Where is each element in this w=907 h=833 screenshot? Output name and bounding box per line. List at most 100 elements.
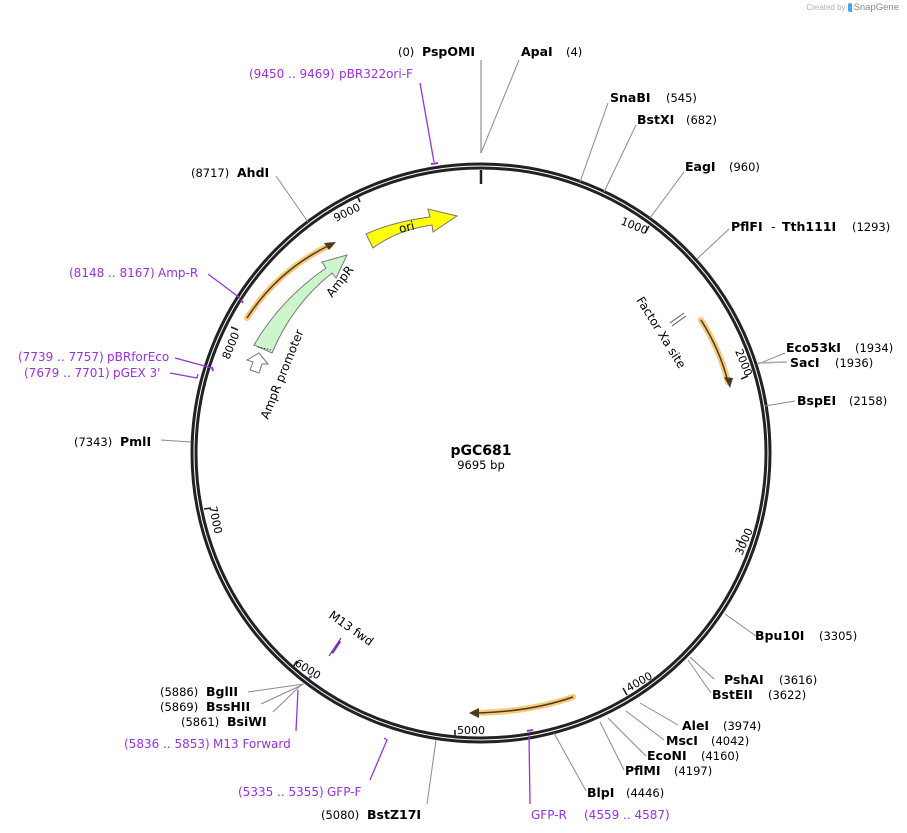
svg-text:SnaBI: SnaBI	[610, 90, 651, 105]
svg-text:(3622): (3622)	[768, 688, 806, 702]
credit-prefix: Created by	[806, 3, 846, 12]
svg-text:(4): (4)	[566, 45, 582, 59]
svg-text:(7343): (7343)	[74, 435, 112, 449]
enzyme-bsshii[interactable]: (5869) BssHII	[160, 699, 250, 714]
tick-label-1000: 1000	[619, 215, 650, 238]
enzyme-bspei[interactable]: BspEI (2158)	[797, 393, 887, 408]
enzyme-msci[interactable]: MscI (4042)	[666, 733, 749, 748]
svg-text:(4559 .. 4587): (4559 .. 4587)	[584, 808, 670, 822]
svg-text:BspEI: BspEI	[797, 393, 836, 408]
feature-factor-xa-label: Factor Xa site	[633, 294, 688, 371]
enzyme-pshai[interactable]: PshAI (3616)	[724, 672, 817, 687]
orf-arc-factor-xa[interactable]	[698, 317, 733, 388]
feature-ori[interactable]: ori	[365, 208, 459, 249]
svg-text:MscI: MscI	[666, 733, 698, 748]
enzyme-labels: (0) PspOMI ApaI (4) SnaBI (545) BstXI (6…	[74, 44, 893, 822]
credit-brand: SnapGene	[853, 2, 899, 13]
svg-text:BstXI: BstXI	[637, 112, 674, 127]
enzyme-blpi[interactable]: BlpI (4446)	[587, 785, 664, 800]
enzyme-alei[interactable]: AleI (3974)	[682, 718, 761, 733]
feature-m13-fwd-label: M13 fwd	[326, 608, 376, 649]
primer-gfp-r[interactable]: GFP-R (4559 .. 4587)	[531, 808, 670, 822]
primer-pbrforeco[interactable]: (7739 .. 7757) pBRforEco	[18, 350, 169, 364]
svg-text:(7679 .. 7701): (7679 .. 7701)	[24, 366, 110, 380]
primer-marks	[169, 82, 534, 805]
feature-factor-xa-site[interactable]: Factor Xa site	[633, 294, 688, 371]
enzyme-pflfi-tth111i[interactable]: PflFI - Tth111I (1293)	[731, 219, 890, 234]
svg-text:(3305): (3305)	[819, 629, 857, 643]
svg-text:PshAI: PshAI	[724, 672, 764, 687]
svg-text:(1293): (1293)	[852, 220, 890, 234]
primer-gfp-f[interactable]: (5335 .. 5355) GFP-F	[238, 785, 362, 799]
enzyme-bglii[interactable]: (5886) BglII	[160, 684, 238, 699]
svg-text:(2158): (2158)	[849, 394, 887, 408]
enzyme-ahdi[interactable]: (8717) AhdI	[191, 165, 269, 180]
svg-text:(8148 .. 8167): (8148 .. 8167)	[69, 266, 155, 280]
svg-text:(4446): (4446)	[626, 786, 664, 800]
svg-text:(960): (960)	[729, 160, 760, 174]
svg-text:Tth111I: Tth111I	[782, 219, 836, 234]
svg-text:BsiWI: BsiWI	[227, 714, 267, 729]
enzyme-bpu10i[interactable]: Bpu10I (3305)	[755, 628, 857, 643]
primer-pbr322ori-f[interactable]: (9450 .. 9469) pBR322ori-F	[249, 67, 413, 81]
orf-arc-ampr[interactable]	[244, 242, 336, 321]
svg-text:(4197): (4197)	[674, 764, 712, 778]
snapgene-credit: Created by SnapGene	[806, 2, 899, 13]
enzyme-snabi[interactable]: SnaBI (545)	[610, 90, 697, 105]
enzyme-bsiwi[interactable]: (5861) BsiWI	[181, 714, 267, 729]
svg-text:(5869): (5869)	[160, 700, 198, 714]
svg-text:(5335 .. 5355): (5335 .. 5355)	[238, 785, 324, 799]
svg-text:(5080): (5080)	[321, 808, 359, 822]
svg-text:(3974): (3974)	[723, 719, 761, 733]
svg-text:BlpI: BlpI	[587, 785, 614, 800]
enzyme-saci[interactable]: SacI (1936)	[790, 355, 873, 370]
svg-text:(5836 .. 5853): (5836 .. 5853)	[124, 737, 210, 751]
enzyme-bstz17i[interactable]: (5080) BstZ17I	[321, 807, 421, 822]
svg-text:(682): (682)	[686, 113, 717, 127]
enzyme-eagi[interactable]: EagI (960)	[685, 159, 760, 174]
svg-text:PspOMI: PspOMI	[422, 44, 475, 59]
svg-text:(5886): (5886)	[160, 685, 198, 699]
svg-text:(8717): (8717)	[191, 166, 229, 180]
svg-text:(1936): (1936)	[835, 356, 873, 370]
svg-text:Eco53kI: Eco53kI	[786, 340, 841, 355]
svg-text:pBRforEco: pBRforEco	[107, 350, 169, 364]
svg-text:(9450 .. 9469): (9450 .. 9469)	[249, 67, 335, 81]
primer-pgex-3[interactable]: (7679 .. 7701) pGEX 3'	[24, 366, 160, 380]
svg-text:(5861): (5861)	[181, 715, 219, 729]
svg-text:(7739 .. 7757): (7739 .. 7757)	[18, 350, 104, 364]
svg-text:-: -	[771, 219, 776, 234]
svg-text:(3616): (3616)	[779, 673, 817, 687]
svg-text:PflFI: PflFI	[731, 219, 763, 234]
svg-text:SacI: SacI	[790, 355, 820, 370]
enzyme-econi[interactable]: EcoNI (4160)	[647, 748, 739, 763]
plasmid-name: pGC681	[450, 443, 511, 459]
enzyme-bstxi[interactable]: BstXI (682)	[637, 112, 717, 127]
enzyme-leaders	[160, 59, 796, 805]
svg-text:AleI: AleI	[682, 718, 709, 733]
feature-m13-fwd[interactable]: M13 fwd	[326, 608, 376, 657]
feature-ampr[interactable]: AmpR	[253, 254, 356, 354]
enzyme-eco53ki[interactable]: Eco53kI (1934)	[786, 340, 893, 355]
enzyme-pspomi[interactable]: (0) PspOMI	[398, 44, 475, 59]
svg-text:EcoNI: EcoNI	[647, 748, 687, 763]
primer-amp-r[interactable]: (8148 .. 8167) Amp-R	[69, 266, 198, 280]
tick-label-5000: 5000	[457, 724, 485, 737]
feature-ori-label: ori	[397, 219, 416, 236]
svg-text:(4160): (4160)	[701, 749, 739, 763]
svg-text:BssHII: BssHII	[206, 699, 250, 714]
enzyme-apai[interactable]: ApaI (4)	[521, 44, 582, 59]
enzyme-bsteii[interactable]: BstEII (3622)	[712, 687, 806, 702]
enzyme-pflmi[interactable]: PflMI (4197)	[625, 763, 712, 778]
plasmid-backbone	[190, 162, 772, 744]
plasmid-length: 9695 bp	[457, 458, 505, 472]
svg-text:(545): (545)	[666, 91, 697, 105]
svg-text:BstZ17I: BstZ17I	[367, 807, 421, 822]
svg-text:BstEII: BstEII	[712, 687, 753, 702]
primer-m13-forward[interactable]: (5836 .. 5853) M13 Forward	[124, 737, 291, 751]
svg-text:(0): (0)	[398, 45, 414, 59]
orf-arc-gfp[interactable]	[469, 694, 576, 718]
enzyme-pmli[interactable]: (7343) PmlI	[74, 434, 151, 449]
svg-text:(4042): (4042)	[711, 734, 749, 748]
